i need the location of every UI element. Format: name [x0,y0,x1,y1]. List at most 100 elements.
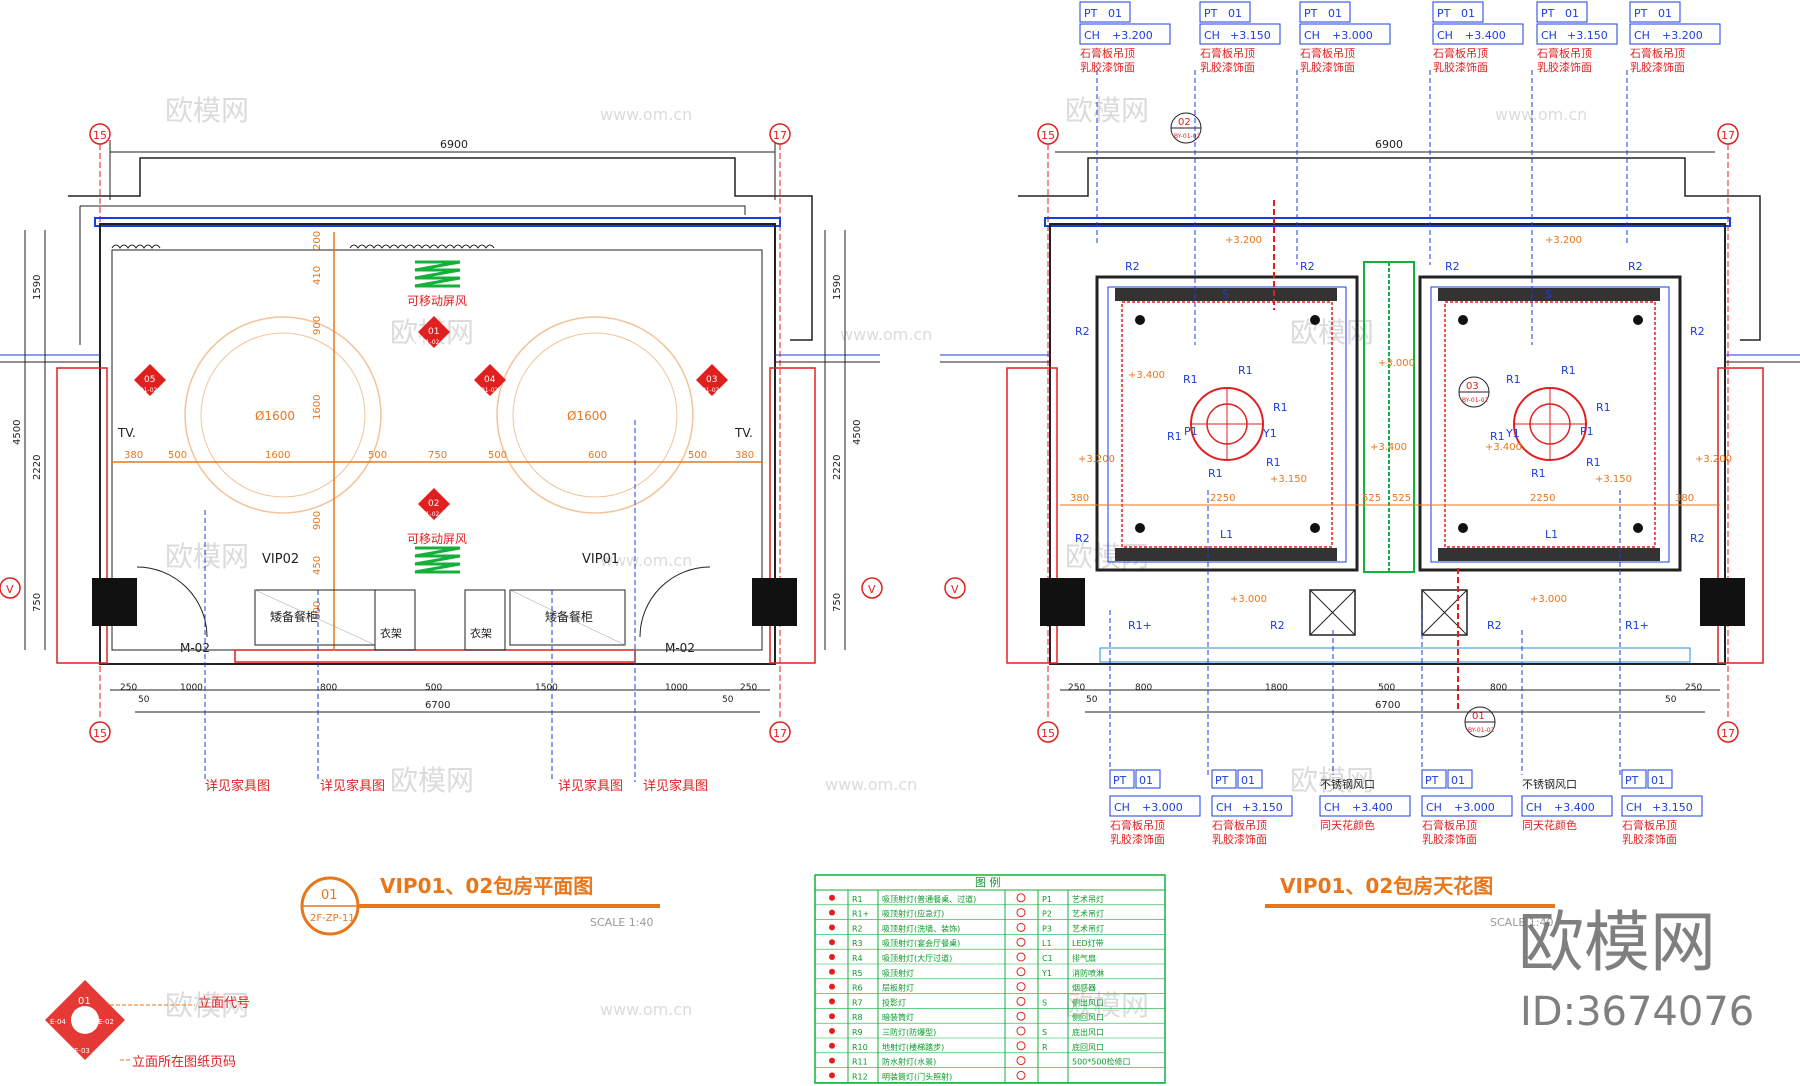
legend-symbol [1016,1041,1026,1051]
svg-text:V: V [6,583,14,596]
legend-symbol [1016,967,1026,977]
svg-text:同天花颜色: 同天花颜色 [1320,818,1375,832]
legend-desc: 侧回风口 [1072,1012,1104,1022]
svg-text:R1: R1 [1561,364,1576,377]
svg-text:BY-01-02: BY-01-02 [1174,133,1201,140]
floor-plan: 6900 15 17 [0,123,883,936]
legend-symbol [829,968,835,975]
svg-text:R1+: R1+ [1128,619,1152,632]
vent-box [1421,589,1468,636]
svg-text:01: 01 [1241,774,1255,787]
dim-right: 1590 [832,275,843,300]
svg-text:石膏板吊顶: 石膏板吊顶 [1300,46,1355,60]
dining-table: Ø1600 [184,316,382,514]
ceiling-tag: PT 01 CH +3.000 石膏板吊顶 乳胶漆饰面 [1421,769,1513,846]
legend-desc: 侧出风口 [1072,997,1104,1007]
svg-text:乳胶漆饰面: 乳胶漆饰面 [1433,60,1488,74]
plan-callout-num: 01 [321,888,338,903]
watermark-brand: 欧模网 [1065,94,1149,127]
id-watermark: 欧模网 ID:3674076 [1518,904,1754,1035]
svg-text:+3.400: +3.400 [1352,801,1393,814]
legend-desc: LED灯带 [1072,938,1104,948]
svg-text:石膏板吊顶: 石膏板吊顶 [1622,818,1677,832]
svg-text:250: 250 [120,683,137,693]
light-labels: R2 R2 R2 R2 R2 R2 R2 R2 R1 R1 R1 R1 R1 R… [1075,260,1705,632]
legend-code: P1 [1042,895,1052,904]
svg-text:R1: R1 [1266,456,1281,469]
watermark-brand: 欧模网 [165,540,249,573]
key-label-code: 立面代号 [198,996,250,1011]
ceiling-tag: PT 01 CH +3.200 石膏板吊顶 乳胶漆饰面 [1079,1,1171,74]
watermark-brand: 欧模网 [390,764,474,797]
svg-text:Y1: Y1 [1505,427,1520,440]
svg-text:+3.200: +3.200 [1662,29,1703,42]
svg-text:R2: R2 [1075,532,1090,545]
svg-text:250: 250 [1068,683,1085,693]
watermark-brand: 欧模网 [165,94,249,127]
watermark-url: www.om.cn [600,1000,692,1019]
dim-bottom-row: 250 50 1000 800 500 1500 1000 50 250 [120,683,757,705]
svg-text:15: 15 [1041,129,1055,142]
svg-text:石膏板吊顶: 石膏板吊顶 [1200,46,1255,60]
svg-text:03: 03 [706,375,717,385]
svg-text:50: 50 [1665,695,1677,705]
legend-desc: 底出风口 [1072,1027,1104,1037]
axis-bubble-v: V [861,577,883,599]
legend-symbol [829,1013,835,1020]
legend-desc: 吸顶射灯(应急灯) [882,909,944,919]
svg-text:BY-01-02: BY-01-02 [413,339,440,346]
svg-text:02: 02 [1178,117,1191,128]
svg-text:R2: R2 [1690,325,1705,338]
svg-text:525: 525 [1362,493,1381,504]
svg-text:17: 17 [1721,129,1735,142]
legend-desc: 暗装筒灯 [882,1012,914,1022]
svg-text:R2: R2 [1487,619,1502,632]
column [1700,578,1745,626]
axis-bubble-15: 15 [89,721,111,743]
svg-text:PT: PT [1113,774,1127,787]
svg-text:L1: L1 [1545,528,1558,541]
legend-desc: 三防灯(防爆型) [882,1027,936,1037]
svg-text:R1: R1 [1490,430,1505,443]
legend-symbol [829,1072,835,1079]
legend-code: L1 [1042,939,1052,948]
svg-text:+3.400: +3.400 [1485,442,1522,453]
dim-left: 4500 [12,420,23,445]
svg-text:CH: CH [1437,29,1453,42]
legend-desc: 烟感器 [1072,983,1096,993]
legend-code: R1+ [852,910,869,919]
svg-text:04: 04 [484,375,496,385]
svg-text:石膏板吊顶: 石膏板吊顶 [1433,46,1488,60]
sideboard-label: 矮备餐柜 [270,609,318,624]
svg-text:1800: 1800 [1265,683,1288,693]
svg-text:+3.200: +3.200 [1545,235,1582,246]
dim-bottom-row: 250 50 800 1800 500 800 50 250 [1068,683,1702,705]
elevation-key: 01 E-01 E-02 E-03 E-04 立面代号 立面所在图纸页码 [45,980,250,1070]
sideboard-label: 矮备餐柜 [545,609,593,624]
svg-text:PT: PT [1541,7,1555,20]
svg-text:380: 380 [1070,493,1089,504]
legend-symbol [1016,1011,1026,1021]
movable-screen: 可移动屏风 [407,532,467,574]
key-label-page: 立面所在图纸页码 [132,1055,236,1070]
svg-text:R1: R1 [1238,364,1253,377]
svg-text:380: 380 [124,450,143,461]
ceiling-tag: PT 01 CH +3.000 石膏板吊顶 乳胶漆饰面 [1109,769,1201,846]
svg-text:01: 01 [1139,774,1153,787]
legend-symbol [1016,1070,1026,1080]
svg-text:BY-01-02: BY-01-02 [131,387,158,394]
legend-symbol [829,1042,835,1049]
svg-text:500: 500 [1378,683,1395,693]
svg-text:600: 600 [588,450,607,461]
legend-symbol [1016,922,1026,932]
svg-text:1500: 1500 [535,683,558,693]
svg-text:石膏板吊顶: 石膏板吊顶 [1422,818,1477,832]
legend-symbol [829,894,835,901]
svg-text:R2: R2 [1690,532,1705,545]
svg-text:01: 01 [428,327,439,337]
svg-text:500: 500 [168,450,187,461]
elevation-marker-01: 01 BY-01-02 [413,316,450,348]
svg-text:15: 15 [1041,727,1055,740]
svg-text:BY-01-02: BY-01-02 [1468,727,1495,734]
key-code-right: E-02 [98,1018,114,1026]
